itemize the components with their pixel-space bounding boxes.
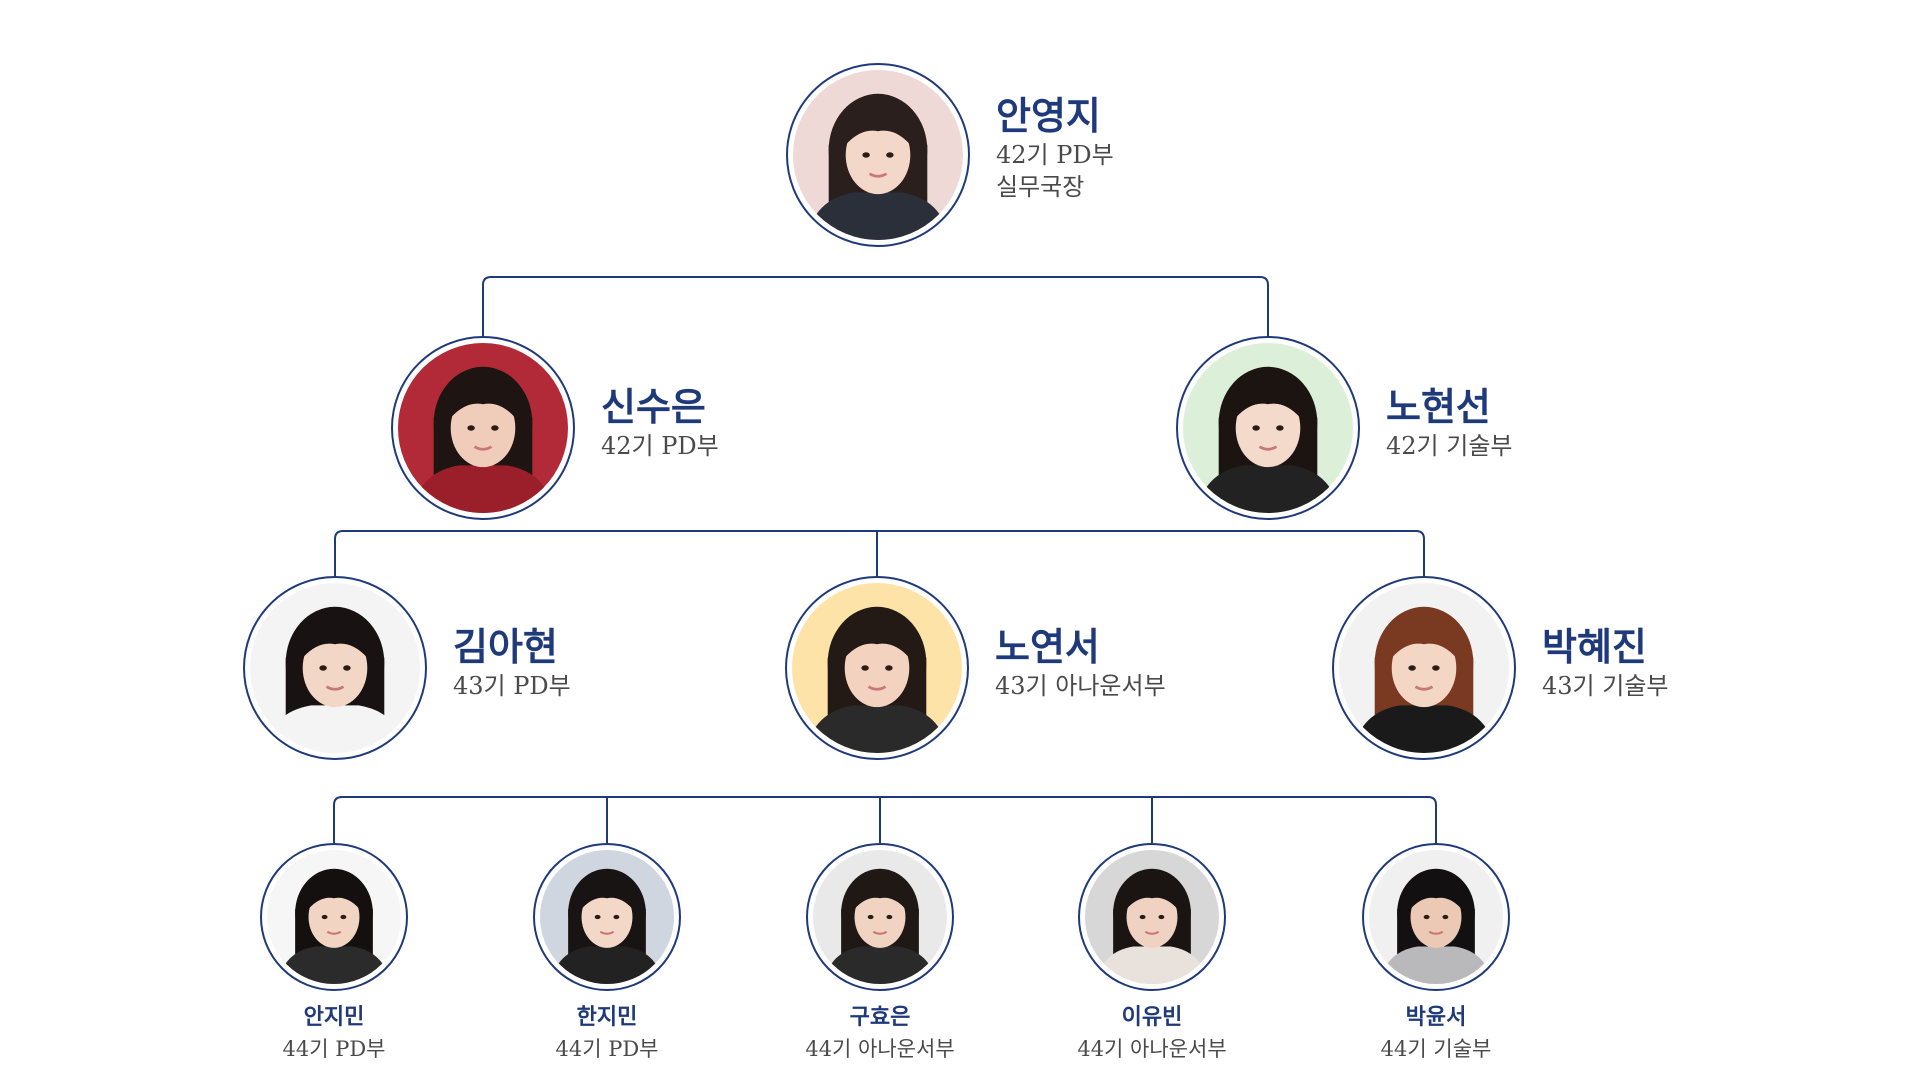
member-name: 노현선 [1386,385,1491,429]
member-avatar [391,336,575,520]
member-cohort: 44기 PD부 [282,1037,386,1061]
member-name: 노연서 [995,625,1100,669]
member-avatar [243,576,427,760]
member-cohort: 43기 기술부 [1542,672,1669,700]
portrait-image [267,850,401,984]
member-avatar [533,843,681,991]
member-info: 한지민 44기 PD부 [477,1003,737,1065]
member-name: 박윤서 [1405,1005,1467,1030]
portrait-image [540,850,674,984]
member-avatar [785,576,969,760]
member-info: 안지민 44기 PD부 [204,1003,464,1065]
member-avatar [1332,576,1516,760]
member-info: 노현선 42기 기술부 [1386,384,1513,462]
portrait-image [1369,850,1503,984]
member-role: 실무국장 [996,173,1085,201]
portrait-image [792,583,962,753]
member-info: 박윤서 44기 기술부 [1306,1003,1566,1065]
member-cohort: 44기 아나운서부 [1077,1037,1227,1061]
member-info: 구효은 44기 아나운서부 [750,1003,1010,1065]
portrait-image [398,343,568,513]
member-info: 박혜진 43기 기술부 [1542,624,1669,702]
member-avatar [1078,843,1226,991]
connector-line [482,276,1269,336]
member-name: 신수은 [601,385,706,429]
member-name: 김아현 [453,625,558,669]
member-info: 신수은 42기 PD부 [601,384,719,462]
member-name: 구효은 [849,1005,911,1030]
member-avatar [786,63,970,247]
portrait-image [250,583,420,753]
member-cohort: 43기 PD부 [453,672,571,700]
member-info: 김아현 43기 PD부 [453,624,571,702]
member-cohort: 44기 PD부 [555,1037,659,1061]
connector-line [334,530,1425,576]
portrait-image [793,70,963,240]
member-name: 안지민 [303,1005,365,1030]
member-info: 이유빈 44기 아나운서부 [1022,1003,1282,1065]
member-name: 이유빈 [1121,1005,1183,1030]
connector-line [333,796,1437,843]
member-name: 한지민 [576,1005,638,1030]
member-cohort: 44기 기술부 [1380,1037,1492,1061]
member-info: 노연서 43기 아나운서부 [995,624,1166,702]
member-name: 안영지 [996,94,1101,138]
member-avatar [1362,843,1510,991]
member-name: 박혜진 [1542,625,1647,669]
member-cohort: 44기 아나운서부 [805,1037,955,1061]
member-cohort: 42기 기술부 [1386,432,1513,460]
portrait-image [1085,850,1219,984]
member-cohort: 42기 PD부 [601,432,719,460]
member-cohort: 42기 PD부 [996,141,1114,169]
member-cohort: 43기 아나운서부 [995,672,1166,700]
member-avatar [1176,336,1360,520]
portrait-image [1183,343,1353,513]
member-avatar [806,843,954,991]
member-avatar [260,843,408,991]
portrait-image [1339,583,1509,753]
portrait-image [813,850,947,984]
